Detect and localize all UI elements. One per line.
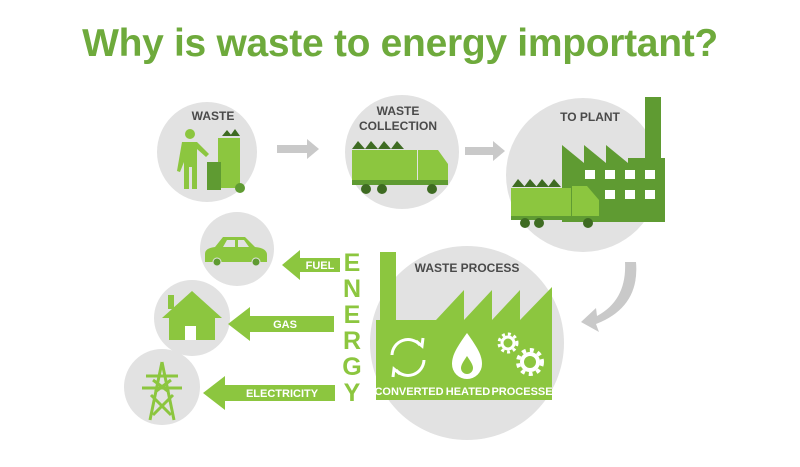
waste-collection-step: WASTE COLLECTION (345, 95, 459, 209)
arrow-left-icon (228, 307, 334, 341)
fuel-output: FUEL (200, 212, 340, 286)
process-factory: CONVERTED HEATED PROCESSED (374, 252, 561, 400)
waste-process-label: WASTE PROCESS (415, 261, 520, 275)
to-plant-label: TO PLANT (560, 110, 620, 124)
energy-letter: R (343, 327, 361, 355)
electricity-output: ELECTRICITY (124, 349, 335, 425)
waste-label: WASTE (192, 109, 235, 123)
arrow-left-icon (203, 376, 335, 410)
electricity-label: ELECTRICITY (246, 388, 319, 400)
fuel-label: FUEL (306, 260, 335, 272)
recycle-arrows-icon (390, 337, 426, 378)
flame-icon (452, 333, 482, 379)
to-plant-step: TO PLANT (506, 97, 665, 252)
house-icon (162, 291, 222, 340)
energy-vertical-label: E N E R G Y (342, 249, 361, 407)
arrow-icon (465, 141, 505, 161)
arrow-icon (277, 139, 319, 159)
energy-letter: Y (344, 379, 361, 407)
page-title: Why is waste to energy important? (82, 22, 718, 65)
energy-letter: E (344, 249, 361, 277)
energy-letter: E (344, 301, 361, 329)
power-pylon-icon (142, 361, 182, 421)
energy-letter: N (343, 275, 361, 303)
curved-arrow-icon (581, 262, 637, 332)
waste-step: WASTE (157, 102, 257, 202)
gas-label: GAS (273, 319, 297, 331)
stage-converted-label: CONVERTED (374, 386, 443, 398)
person-with-bin-icon (177, 129, 245, 193)
car-icon (205, 237, 267, 267)
garbage-truck-icon (511, 179, 599, 228)
gears-icon (497, 332, 544, 376)
gas-output: GAS (154, 280, 334, 356)
waste-process-step: WASTE PROCESS CONVERTED HEATED PROCESSED (370, 246, 564, 440)
stage-processed-label: PROCESSED (491, 386, 560, 398)
garbage-truck-icon (352, 141, 448, 194)
arrow-left-icon (282, 250, 340, 280)
stage-heated-label: HEATED (446, 386, 490, 398)
energy-letter: G (342, 353, 361, 381)
collection-label-line1: WASTE (377, 104, 420, 118)
collection-label-line2: COLLECTION (359, 119, 437, 133)
